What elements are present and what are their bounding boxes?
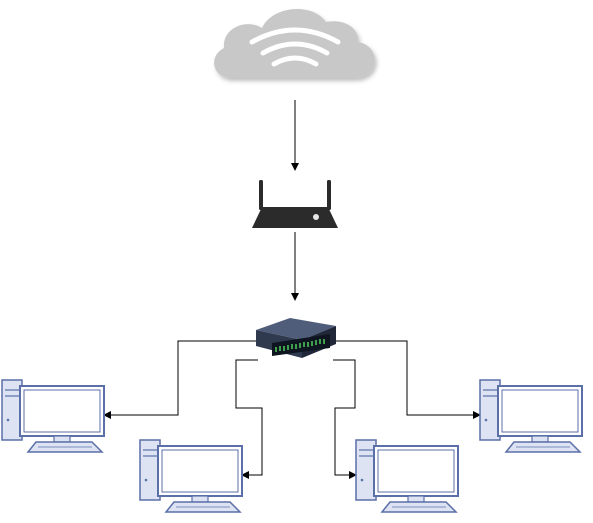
- desktop-computer-icon: [355, 439, 459, 513]
- network-switch-icon: [256, 318, 336, 358]
- desktop-computer-icon: [139, 439, 243, 513]
- edge-switch-pc-3: [333, 359, 357, 479]
- edge-switch-pc-2: [235, 359, 263, 479]
- wifi-icon: [249, 27, 341, 67]
- connectors: [103, 100, 481, 479]
- edge-switch-pc-4: [335, 340, 481, 419]
- desktop-computer-icon: [1, 379, 105, 453]
- edge-switch-pc-1: [103, 340, 258, 419]
- desktop-computer-icon: [479, 379, 583, 453]
- wireless-router-icon: [252, 180, 338, 228]
